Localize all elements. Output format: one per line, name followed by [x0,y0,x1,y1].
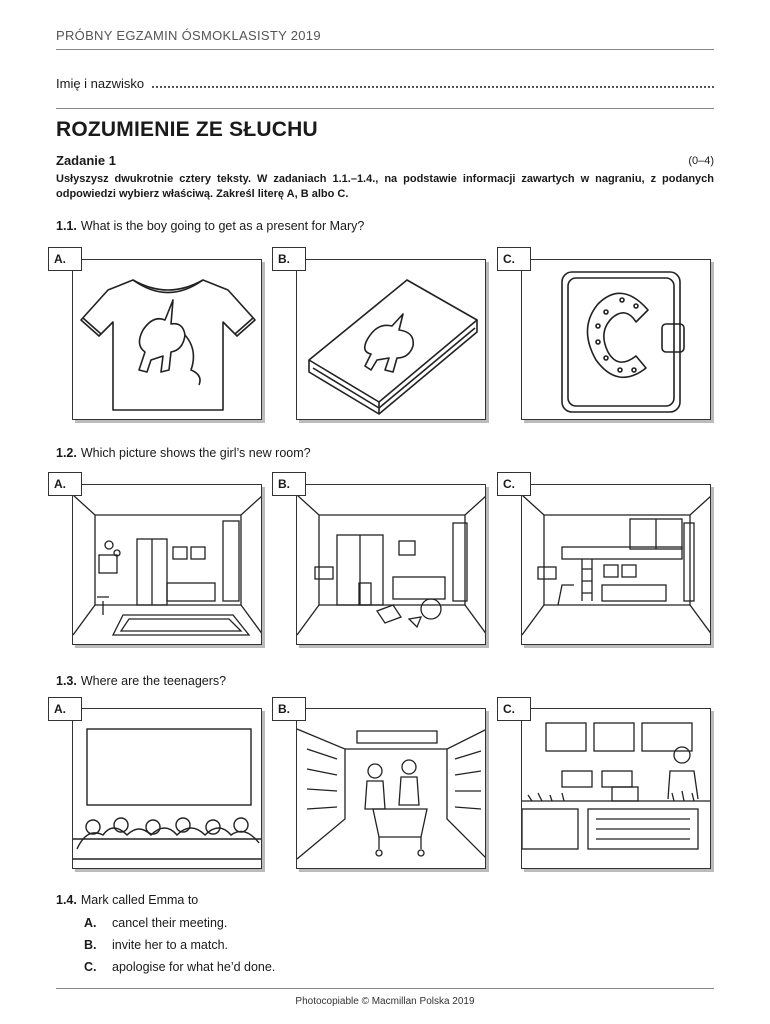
question-number: 1.3. [56,674,77,688]
option-label: A. [48,697,82,721]
option-1-4-b[interactable]: B. invite her to a match. [84,938,228,952]
horse-book-icon [308,279,478,415]
option-1-2-c[interactable] [521,484,711,645]
name-label: Imię i nazwisko [56,76,145,91]
header-divider [56,49,714,50]
option-1-4-a[interactable]: A. cancel their meeting. [84,916,227,930]
option-1-3-b[interactable] [296,708,486,869]
option-1-3-a[interactable] [72,708,262,869]
question-text: Mark called Emma to [80,893,199,907]
horseshoe-wallet-icon [561,271,685,413]
option-letter: B. [84,938,97,952]
room-rug-icon [73,494,261,636]
option-label: B. [272,247,306,271]
question-1-3: 1.3.Where are the teenagers? [56,674,226,688]
option-label: C. [497,472,531,496]
footer-copyright: Photocopiable © Macmillan Polska 2019 [295,996,475,1007]
section-title: ROZUMIENIE ZE SŁUCHU [56,118,318,141]
exam-header-title: PRÓBNY EGZAMIN ÓSMOKLASISTY 2019 [56,28,321,43]
option-label: C. [497,247,531,271]
option-1-4-c[interactable]: C. apologise for what he’d done. [84,960,275,974]
option-1-1-a[interactable] [72,259,262,420]
name-field[interactable] [152,78,714,88]
option-1-3-c[interactable] [521,708,711,869]
question-1-4: 1.4.Mark called Emma to [56,893,198,907]
option-1-2-a[interactable] [72,484,262,645]
question-1-2: 1.2.Which picture shows the girl’s new r… [56,446,311,460]
unicorn-tshirt-icon [80,279,256,411]
room-loft-bed-icon [522,494,710,636]
task-instructions: Usłyszysz dwukrotnie cztery teksty. W za… [56,173,714,200]
question-text: Where are the teenagers? [80,674,227,688]
option-text: apologise for what he’d done. [112,960,276,974]
task-title: Zadanie 1 [56,153,116,168]
task-points: (0–4) [688,155,714,167]
option-1-1-c[interactable] [521,259,711,420]
option-label: C. [497,697,531,721]
question-text: Which picture shows the girl’s new room? [80,446,311,460]
option-label: A. [48,247,82,271]
question-number: 1.1. [56,219,77,233]
option-letter: A. [84,916,97,930]
question-text: What is the boy going to get as a presen… [80,219,365,233]
question-1-1: 1.1.What is the boy going to get as a pr… [56,219,364,233]
cafe-counter-icon [522,722,710,850]
option-letter: C. [84,960,97,974]
option-text: invite her to a match. [112,938,229,952]
footer-divider [56,988,714,989]
option-label: A. [48,472,82,496]
option-label: B. [272,472,306,496]
option-label: B. [272,697,306,721]
cinema-icon [73,728,261,860]
question-number: 1.4. [56,893,77,907]
option-text: cancel their meeting. [112,916,228,930]
name-divider [56,108,714,109]
option-1-2-b[interactable] [296,484,486,645]
option-1-1-b[interactable] [296,259,486,420]
name-row: Imię i nazwisko [56,76,714,91]
question-number: 1.2. [56,446,77,460]
supermarket-icon [297,728,485,860]
room-messy-icon [297,494,485,636]
